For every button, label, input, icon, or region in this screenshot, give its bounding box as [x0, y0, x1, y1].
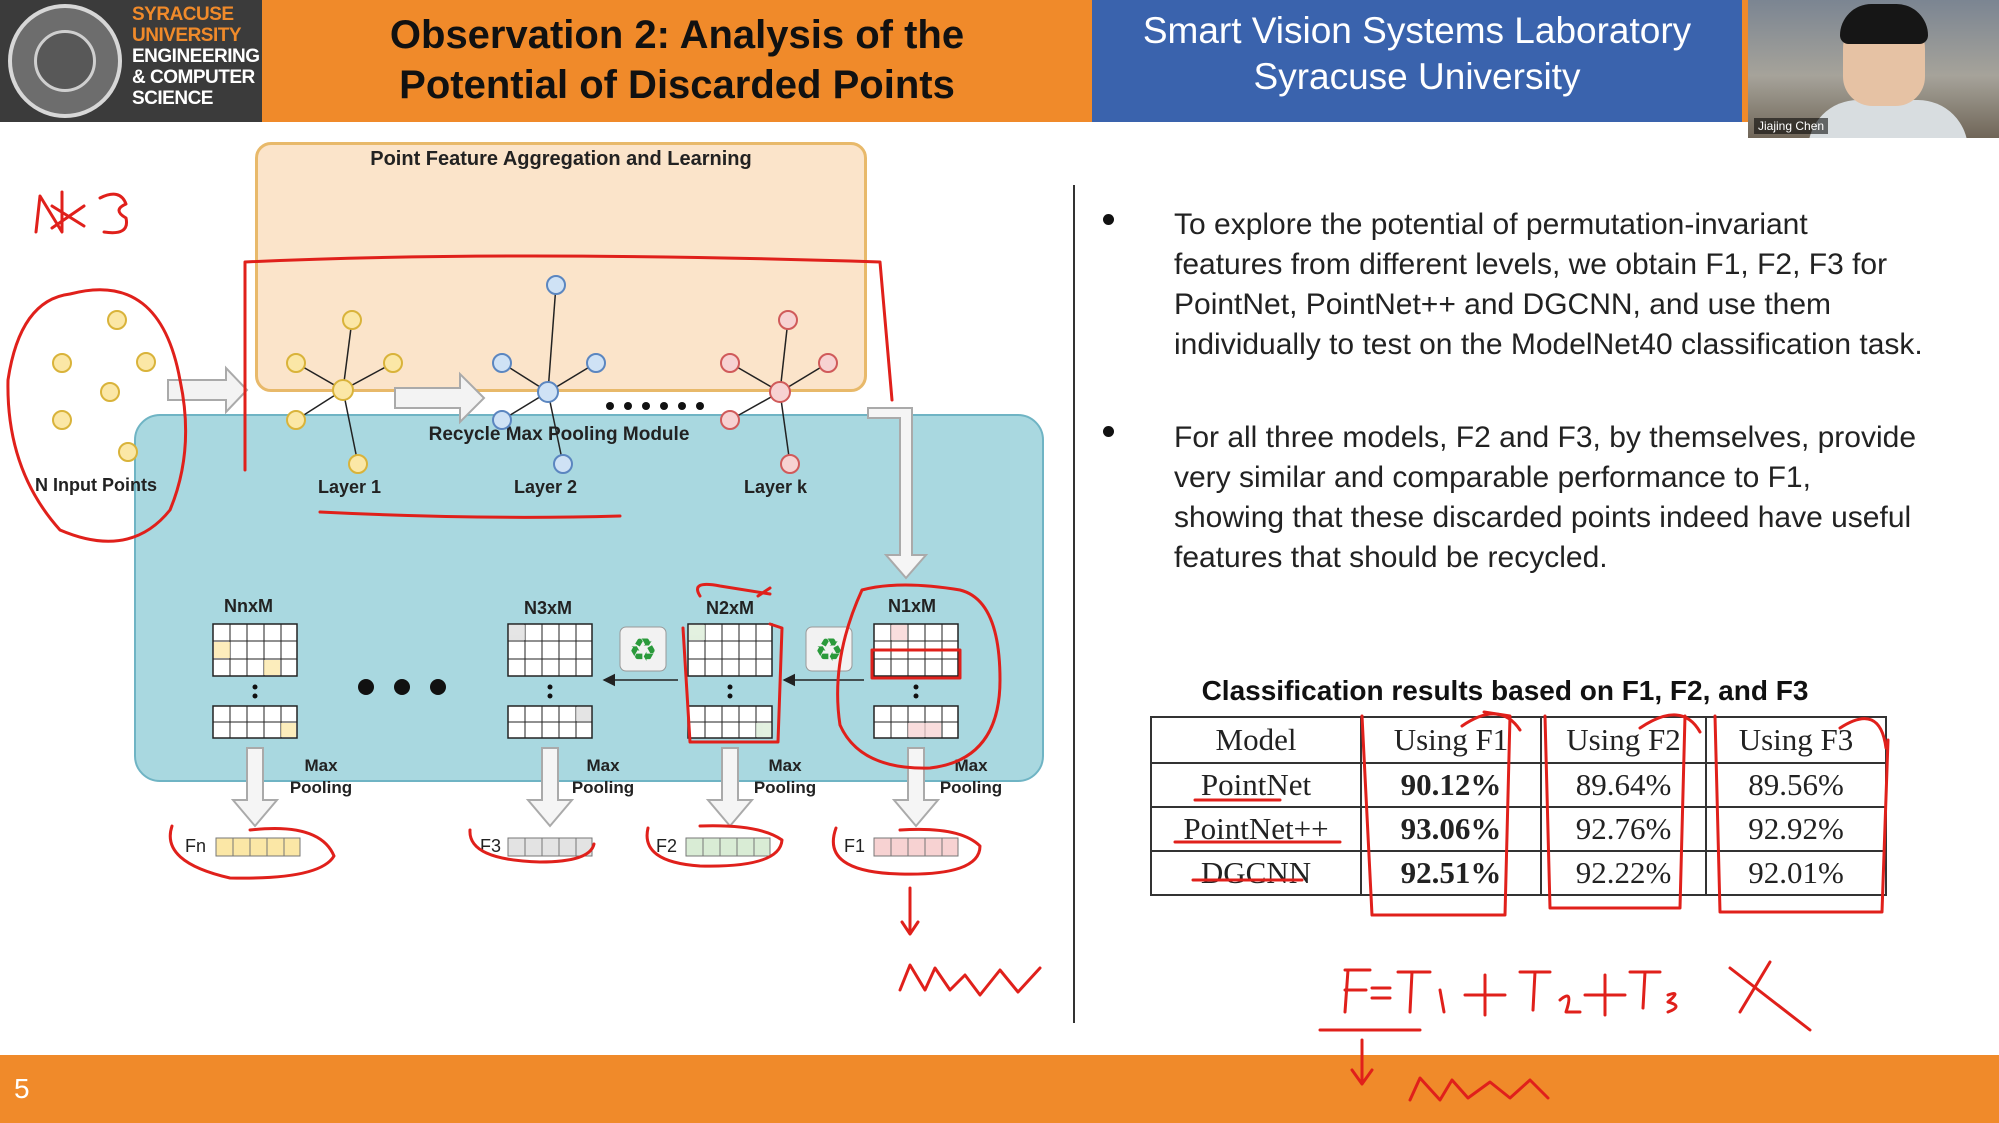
- university-seal-icon: [8, 4, 122, 118]
- layer1-label: Layer 1: [318, 477, 382, 497]
- table-cell: PointNet: [1150, 762, 1362, 808]
- page-number: 5: [14, 1073, 30, 1104]
- ellipsis-dots: [606, 402, 704, 410]
- table-cell: 93.06%: [1360, 806, 1542, 852]
- table-cell: 89.64%: [1540, 762, 1707, 808]
- slide-title: Observation 2: Analysis of the Potential…: [389, 13, 965, 107]
- table-row: PointNet 90.12% 89.64% 89.56%: [1150, 762, 1887, 808]
- bullet-icon: [1103, 426, 1114, 437]
- table-caption: Classification results based on F1, F2, …: [1201, 675, 1809, 706]
- n3-label: N3xM: [524, 598, 573, 618]
- table-header-row: Model Using F1 Using F2 Using F3: [1150, 716, 1887, 764]
- nn-label: NnxM: [224, 596, 273, 616]
- table-row: DGCNN 92.51% 92.22% 92.01%: [1150, 850, 1887, 896]
- table-row: PointNet++ 93.06% 92.76% 92.92%: [1150, 806, 1887, 852]
- table-cell: 92.51%: [1360, 850, 1542, 896]
- f2-label: F2: [656, 836, 678, 856]
- f1-label: F1: [844, 836, 866, 856]
- layer2-graph: [501, 284, 597, 465]
- f3-label: F3: [480, 836, 502, 856]
- table-cell: 92.22%: [1540, 850, 1707, 896]
- lab-banner: Smart Vision Systems Laboratory Syracuse…: [1092, 0, 1742, 122]
- n2-label: N2xM: [706, 598, 755, 618]
- network-diagram: ♻ ♻: [52, 275, 959, 857]
- column-divider: [1073, 185, 1075, 1023]
- lab-university: Syracuse University: [1253, 56, 1581, 97]
- table-header-cell: Using F2: [1540, 716, 1707, 764]
- slide-footer: 5: [0, 1055, 1999, 1123]
- n1-label: N1xM: [888, 596, 937, 616]
- aggregation-title: Point Feature Aggregation and Learning: [370, 148, 752, 170]
- bullet-text-1: To explore the potential of permutation-…: [1174, 208, 1923, 361]
- input-points: [52, 310, 156, 462]
- input-points-label: N Input Points: [35, 475, 157, 495]
- slide-header: SYRACUSE UNIVERSITY ENGINEERING & COMPUT…: [0, 0, 1999, 122]
- bullet-icon: [1103, 214, 1114, 225]
- fn-label: Fn: [185, 836, 207, 856]
- university-logo: SYRACUSE UNIVERSITY ENGINEERING & COMPUT…: [0, 0, 262, 122]
- lab-name: Smart Vision Systems Laboratory: [1142, 10, 1692, 51]
- webcam-video-tile[interactable]: Jiajing Chen: [1748, 0, 1999, 138]
- table-cell: 92.76%: [1540, 806, 1707, 852]
- table-cell: 90.12%: [1360, 762, 1542, 808]
- webcam-participant-name: Jiajing Chen: [1754, 118, 1829, 134]
- table-cell: 89.56%: [1705, 762, 1887, 808]
- bullet-text-2: For all three models, F2 and F3, by them…: [1174, 421, 1917, 574]
- table-cell: 92.92%: [1705, 806, 1887, 852]
- table-header-cell: Using F3: [1705, 716, 1887, 764]
- svg-text:♻: ♻: [815, 631, 844, 669]
- pooling-arrows: [230, 747, 941, 828]
- table-header-cell: Model: [1150, 716, 1362, 764]
- table-cell: PointNet++: [1150, 806, 1362, 852]
- layerk-label: Layer k: [744, 477, 808, 497]
- table-cell: DGCNN: [1150, 850, 1362, 896]
- svg-text:♻: ♻: [629, 631, 658, 669]
- logo-wordmark: SYRACUSE UNIVERSITY ENGINEERING & COMPUT…: [132, 4, 260, 109]
- layer2-label: Layer 2: [514, 477, 578, 497]
- table-header-cell: Using F1: [1360, 716, 1542, 764]
- results-table: Model Using F1 Using F2 Using F3 PointNe…: [1150, 716, 1887, 896]
- module-ellipsis: [358, 679, 446, 695]
- table-cell: 92.01%: [1705, 850, 1887, 896]
